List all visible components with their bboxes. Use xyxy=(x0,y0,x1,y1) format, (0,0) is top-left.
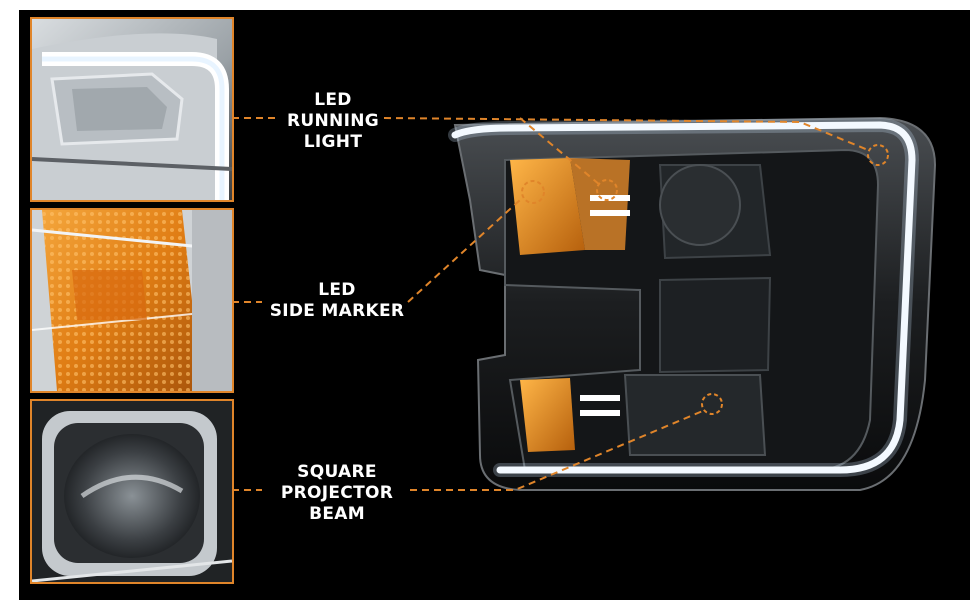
callout-led-side-marker: LED SIDE MARKER xyxy=(262,280,412,322)
callout-square-projector-beam: SQUARE PROJECTOR BEAM xyxy=(262,462,412,525)
callout-line: RUNNING xyxy=(287,111,379,131)
running-light-closeup xyxy=(32,19,232,200)
target-circle-running-outer xyxy=(867,144,889,166)
callout-line: SQUARE xyxy=(297,462,377,482)
side-marker-amber xyxy=(510,158,630,452)
led-running-light-bar xyxy=(448,117,920,477)
callout-led-running-light: LED RUNNING LIGHT xyxy=(278,90,388,153)
callout-line: BEAM xyxy=(309,504,365,524)
side-marker-closeup xyxy=(32,210,232,391)
callout-line: LED xyxy=(314,90,352,110)
target-circle-projector xyxy=(701,393,723,415)
connector-running-branch xyxy=(519,117,601,186)
led-side-marker-detail-photo xyxy=(30,208,234,393)
callout-line: PROJECTOR xyxy=(280,483,394,503)
square-projector-detail-photo xyxy=(30,399,234,584)
projector-closeup xyxy=(32,401,232,582)
target-circle-running-inner xyxy=(596,179,618,201)
connector-square-right xyxy=(410,409,706,491)
callout-line: LIGHT xyxy=(303,132,363,152)
connector-side-right xyxy=(407,199,521,303)
accent-light-strips xyxy=(580,195,630,416)
connector-lines xyxy=(232,117,869,491)
callout-line: LED xyxy=(318,280,356,300)
callout-line: SIDE MARKER xyxy=(269,301,405,321)
target-circle-side-marker xyxy=(521,180,545,204)
led-running-light-detail-photo xyxy=(30,17,234,202)
